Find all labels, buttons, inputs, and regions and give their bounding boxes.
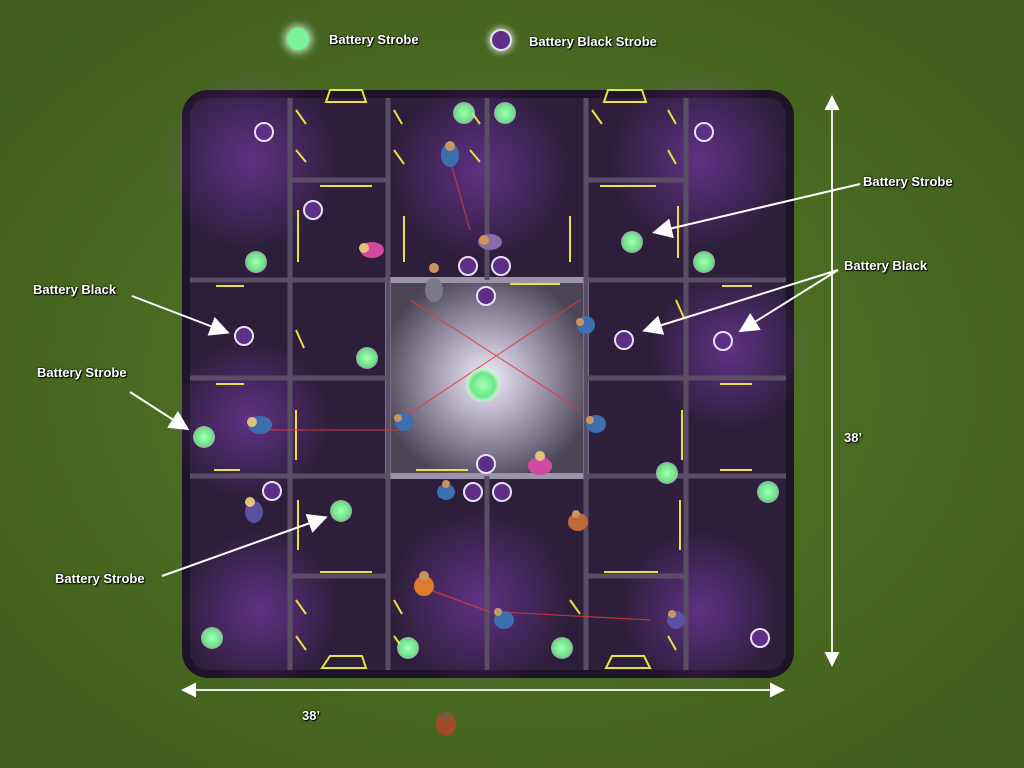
green-strobe-light-icon — [397, 637, 419, 659]
green-strobe-light-icon — [201, 627, 223, 649]
player-figure-icon — [478, 234, 502, 250]
player-figures — [245, 141, 685, 736]
legend-strobe-label: Battery Strobe — [329, 32, 419, 47]
legend-strobe-icon — [287, 28, 309, 50]
legend-black-strobe-label: Battery Black Strobe — [529, 34, 657, 49]
purple-black-strobe-icon — [303, 200, 323, 220]
purple-black-strobe-icon — [234, 326, 254, 346]
wall-grid — [190, 98, 786, 670]
green-strobe-light-icon — [757, 481, 779, 503]
black-strobe-lights — [234, 122, 770, 648]
purple-black-strobe-icon — [614, 330, 634, 350]
player-figure-icon — [436, 711, 456, 736]
green-strobe-light-icon — [466, 368, 500, 402]
callout-bottom-left-strobe: Battery Strobe — [55, 571, 145, 586]
green-strobe-light-icon — [245, 251, 267, 273]
player-figure-icon — [568, 510, 588, 531]
purple-black-strobe-icon — [254, 122, 274, 142]
callout-arrows — [129, 183, 861, 577]
player-figure-icon — [394, 413, 413, 431]
green-strobe-light-icon — [453, 102, 475, 124]
player-figure-icon — [425, 263, 443, 302]
green-strobe-light-icon — [693, 251, 715, 273]
purple-black-strobe-icon — [463, 482, 483, 502]
player-figure-icon — [437, 480, 455, 500]
player-figure-icon — [441, 141, 459, 167]
purple-black-strobe-icon — [491, 256, 511, 276]
player-figure-icon — [245, 497, 263, 523]
yellow-trim — [214, 89, 752, 669]
green-strobe-light-icon — [193, 426, 215, 448]
laser-beams — [260, 159, 651, 621]
dimension-width-label: 38’ — [302, 708, 321, 723]
player-figure-icon — [667, 610, 685, 629]
purple-black-strobe-icon — [458, 256, 478, 276]
purple-black-strobe-icon — [262, 481, 282, 501]
player-figure-icon — [576, 316, 595, 334]
purple-black-strobe-icon — [476, 286, 496, 306]
green-strobe-light-icon — [551, 637, 573, 659]
green-strobe-light-icon — [330, 500, 352, 522]
callout-left-black: Battery Black — [33, 282, 117, 297]
player-figure-icon — [414, 571, 434, 596]
dimension-lines — [181, 95, 840, 698]
player-figure-icon — [494, 608, 514, 629]
player-figure-icon — [359, 242, 384, 258]
green-strobe-light-icon — [356, 347, 378, 369]
player-figure-icon — [586, 415, 606, 433]
purple-black-strobe-icon — [713, 331, 733, 351]
purple-black-strobe-icon — [492, 482, 512, 502]
green-strobe-light-icon — [621, 231, 643, 253]
purple-black-strobe-icon — [694, 122, 714, 142]
callout-right-strobe: Battery Strobe — [863, 174, 953, 189]
purple-black-strobe-icon — [750, 628, 770, 648]
green-strobe-light-icon — [494, 102, 516, 124]
legend-black-strobe-icon — [490, 29, 512, 51]
green-strobe-light-icon — [656, 462, 678, 484]
callout-left-strobe: Battery Strobe — [37, 365, 127, 380]
purple-black-strobe-icon — [476, 454, 496, 474]
player-figure-icon — [528, 451, 552, 475]
dimension-height-label: 38’ — [844, 430, 863, 445]
strobe-lights — [193, 102, 779, 659]
player-figure-icon — [247, 416, 272, 434]
callout-right-black: Battery Black — [844, 258, 928, 273]
